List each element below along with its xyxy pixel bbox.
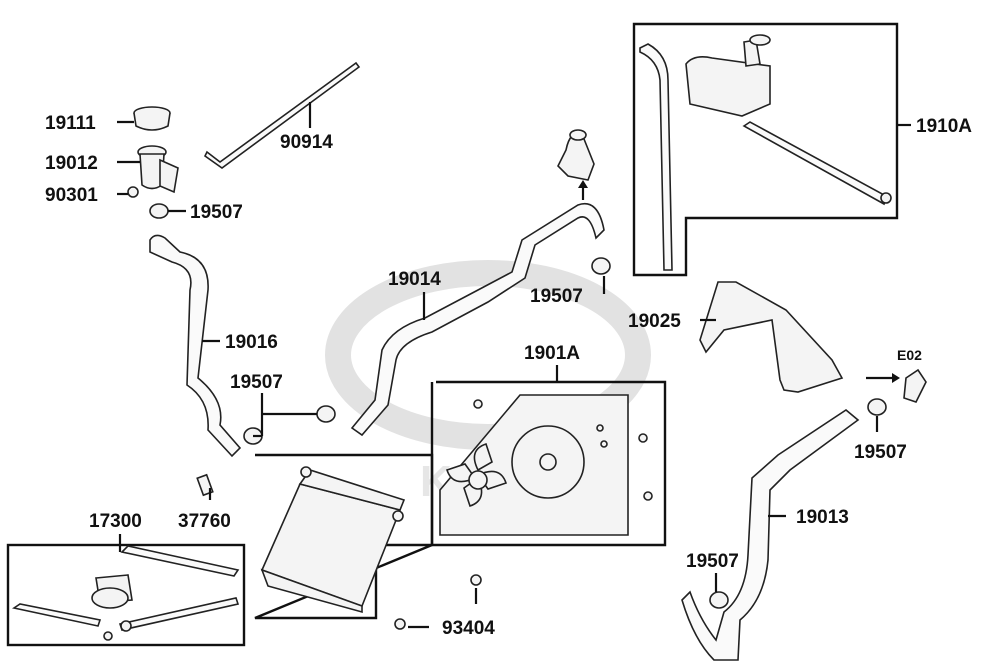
part-93404-bolt[interactable] bbox=[394, 574, 482, 630]
label-19111: 19111 bbox=[45, 113, 96, 134]
label-93404: 93404 bbox=[442, 618, 495, 639]
label-17300: 17300 bbox=[89, 511, 142, 532]
part-19507-clamp-b1[interactable] bbox=[316, 405, 336, 423]
label-19014: 19014 bbox=[388, 269, 441, 290]
label-1910A: 1910A bbox=[916, 116, 972, 137]
label-19016: 19016 bbox=[225, 332, 278, 353]
part-1901A-fan-assembly[interactable] bbox=[439, 394, 653, 536]
label-19025: 19025 bbox=[628, 311, 681, 332]
part-19012-filler-neck[interactable] bbox=[137, 145, 179, 194]
label-19507-c: 19507 bbox=[530, 286, 583, 307]
box-17300 bbox=[6, 543, 246, 647]
label-19507-e: 19507 bbox=[686, 551, 739, 572]
e02-arrow-head bbox=[892, 373, 900, 383]
label-19507-d: 19507 bbox=[854, 442, 907, 463]
part-90301-nut[interactable] bbox=[127, 186, 139, 198]
part-e02-elbow[interactable] bbox=[903, 368, 927, 403]
part-90914-hose[interactable] bbox=[203, 61, 361, 169]
part-17300-assembly[interactable] bbox=[11, 545, 240, 641]
label-19507-a: 19507 bbox=[190, 202, 243, 223]
thermostat-housing[interactable] bbox=[557, 129, 595, 181]
part-19111-cap[interactable] bbox=[133, 106, 171, 131]
label-19507-b: 19507 bbox=[230, 372, 283, 393]
label-90301: 90301 bbox=[45, 185, 98, 206]
label-1901A: 1901A bbox=[524, 343, 580, 364]
part-19013-hose[interactable] bbox=[681, 409, 860, 661]
part-19507-clamp-d[interactable] bbox=[867, 398, 887, 416]
label-19012: 19012 bbox=[45, 153, 98, 174]
part-19025-bracket[interactable] bbox=[699, 281, 844, 393]
part-19507-clamp-a[interactable] bbox=[149, 203, 169, 219]
box-1910A bbox=[632, 22, 899, 277]
part-37760-sensor[interactable] bbox=[196, 473, 214, 497]
label-19013: 19013 bbox=[796, 507, 849, 528]
part-radiator[interactable] bbox=[260, 466, 406, 614]
part-19507-clamp-c[interactable] bbox=[591, 257, 611, 275]
part-1910A-reservoir[interactable] bbox=[639, 34, 892, 271]
part-19016-hose[interactable] bbox=[149, 234, 242, 458]
part-19507-clamp-e[interactable] bbox=[709, 591, 729, 609]
leader-lines bbox=[117, 102, 911, 629]
label-90914: 90914 bbox=[280, 132, 333, 153]
part-19014-hose[interactable] bbox=[350, 203, 605, 437]
label-37760: 37760 bbox=[178, 511, 231, 532]
label-E02: E02 bbox=[897, 347, 922, 363]
